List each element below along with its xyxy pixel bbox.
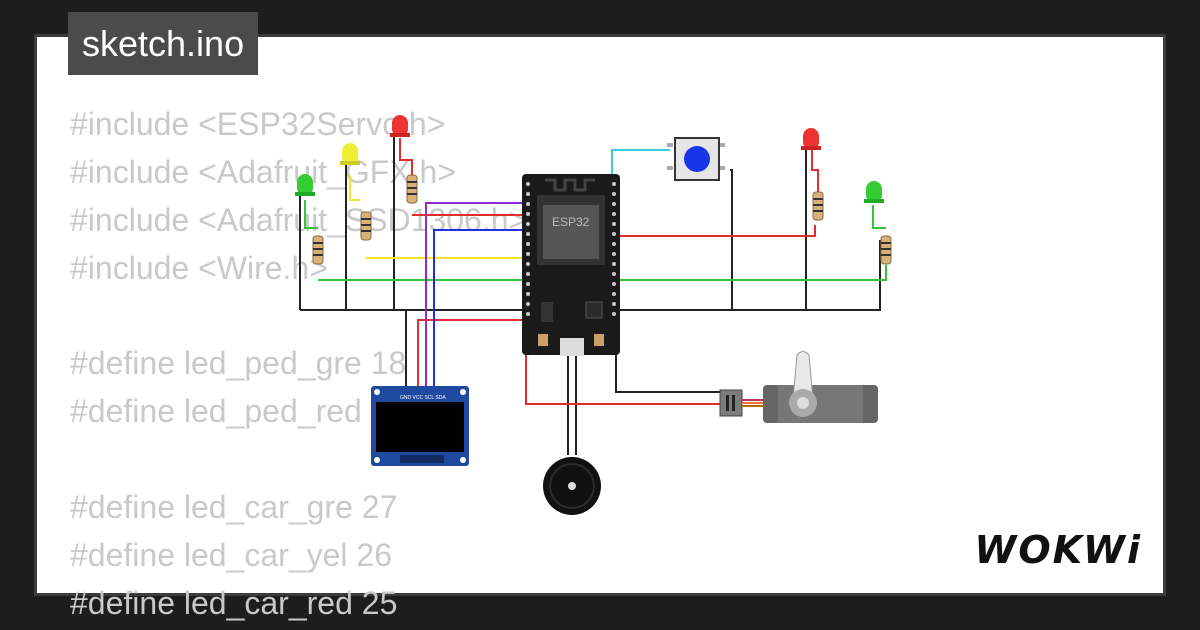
code-line: #define led_car_red 25: [70, 584, 398, 621]
preview-card: #include <ESP32Servo.h>#include <Adafrui…: [34, 34, 1166, 621]
esp32-board: ESP32: [522, 174, 620, 356]
code-line: #include <Wire.h>: [70, 249, 328, 286]
led-red-2-icon: [801, 128, 821, 150]
buzzer-icon: [543, 457, 601, 515]
servo-motor-icon: [719, 351, 878, 423]
oled-display-icon: GND VCC SCL SDA: [371, 386, 469, 466]
code-line: #define led_ped_red: [70, 393, 362, 430]
oled-pin-labels: GND VCC SCL SDA: [400, 395, 446, 401]
wokwi-logo: WOKWi: [974, 528, 1142, 572]
led-green-1-icon: [295, 174, 315, 196]
led-red-1-icon: [390, 115, 410, 137]
led-green-2-icon: [864, 181, 884, 203]
file-title-tab: sketch.ino: [68, 12, 259, 75]
code-line: #define led_car_gre 27: [70, 489, 398, 526]
code-line: #define led_car_yel 26: [70, 537, 393, 574]
esp32-label: ESP32: [552, 215, 590, 229]
led-yellow-icon: [340, 143, 360, 165]
push-button-icon: [667, 137, 725, 181]
code-background: #include <ESP32Servo.h>#include <Adafrui…: [70, 101, 527, 628]
code-line: #define led_ped_gre 18: [70, 345, 407, 382]
